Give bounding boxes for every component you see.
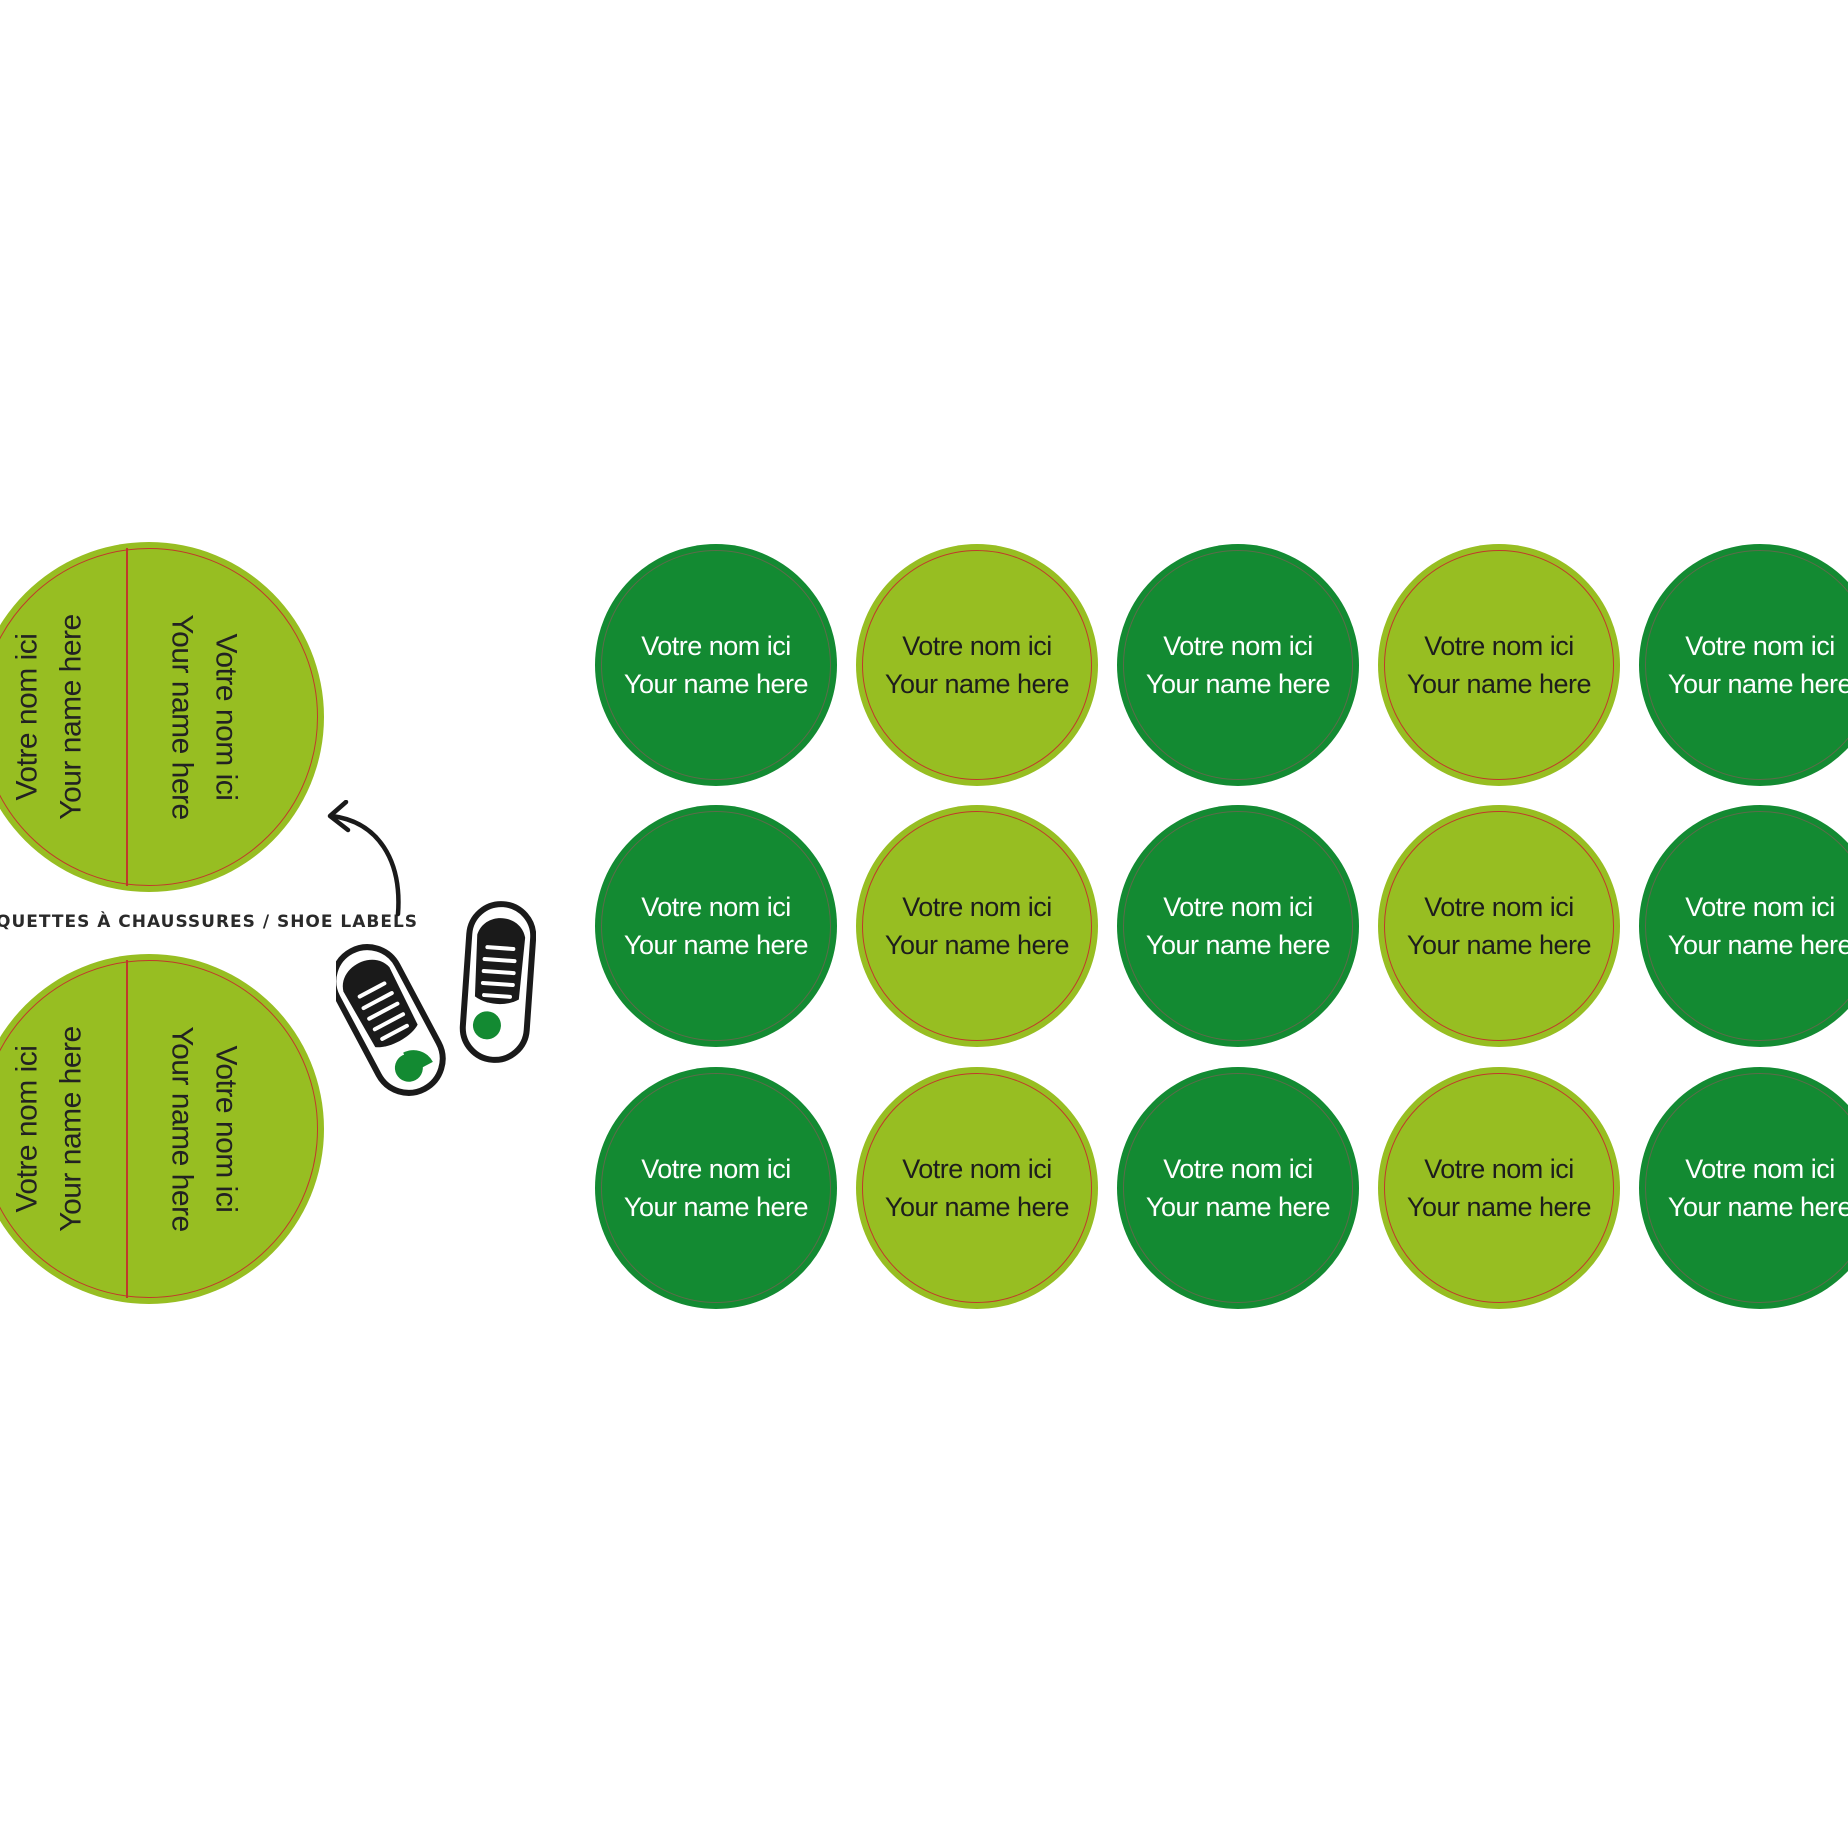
label-line-en: Your name here (884, 669, 1070, 699)
shoe-label-line: Your name here (55, 614, 88, 820)
cut-line (601, 550, 831, 780)
shoe-label-right-half: Votre nom ici Your name here (128, 954, 280, 1304)
cut-line (601, 1073, 831, 1303)
cut-line (1123, 1073, 1353, 1303)
shoe-label-line: Your name here (166, 614, 199, 820)
label-line-fr: Votre nom ici (1163, 631, 1313, 661)
label-line-en: Your name here (1667, 930, 1848, 960)
label-line-en: Your name here (884, 1192, 1070, 1222)
label-line-en: Your name here (1145, 1192, 1331, 1222)
label-line-en: Your name here (884, 930, 1070, 960)
cut-line (1384, 550, 1614, 780)
cut-line (0, 960, 318, 1298)
label-line-en: Your name here (1145, 669, 1331, 699)
shoe-label-left-half: Votre nom ici Your name here (0, 954, 126, 1304)
label-line-fr: Votre nom ici (641, 1154, 791, 1184)
cut-line (862, 1073, 1092, 1303)
label-line-fr: Votre nom ici (1685, 631, 1835, 661)
shoe-label: Votre nom ici Your name here Votre nom i… (0, 542, 324, 892)
shoe-label-line: Votre nom ici (210, 633, 243, 801)
shoe-label: Votre nom ici Your name here Votre nom i… (0, 954, 324, 1304)
cut-line (0, 548, 318, 886)
label-line-fr: Votre nom ici (641, 892, 791, 922)
label-line-en: Your name here (1406, 669, 1592, 699)
label-line-fr: Votre nom ici (1424, 892, 1574, 922)
label-line-en: Your name here (1406, 930, 1592, 960)
label-line-fr: Votre nom ici (641, 631, 791, 661)
shoe-labels-caption: QUETTES À CHAUSSURES / SHOE LABELS (0, 912, 419, 932)
sneakers-icon (336, 901, 536, 1096)
label-divider (126, 548, 128, 886)
cut-line (1123, 550, 1353, 780)
label-line-fr: Votre nom ici (902, 1154, 1052, 1184)
label-line-fr: Votre nom ici (1163, 1154, 1313, 1184)
cut-line (862, 811, 1092, 1041)
label-line-fr: Votre nom ici (1163, 892, 1313, 922)
label-line-en: Your name here (1667, 669, 1848, 699)
label-line-fr: Votre nom ici (1685, 892, 1835, 922)
cut-line (1123, 811, 1353, 1041)
cut-line (862, 550, 1092, 780)
curved-arrow-icon (327, 800, 401, 917)
label-line-en: Your name here (1667, 1192, 1848, 1222)
cut-line (1384, 1073, 1614, 1303)
label-line-fr: Votre nom ici (1424, 1154, 1574, 1184)
label-line-en: Your name here (623, 669, 809, 699)
label-line-en: Your name here (623, 1192, 809, 1222)
label-line-fr: Votre nom ici (1424, 631, 1574, 661)
label-line-fr: Votre nom ici (902, 892, 1052, 922)
shoe-label-line: Votre nom ici (11, 633, 44, 801)
label-line-en: Your name here (1406, 1192, 1592, 1222)
shoe-label-line: Votre nom ici (11, 1045, 44, 1213)
shoe-label-right-half: Votre nom ici Your name here (128, 542, 280, 892)
label-line-en: Your name here (1145, 930, 1331, 960)
cut-line (1384, 811, 1614, 1041)
label-divider (126, 960, 128, 1298)
shoe-label-line: Your name here (166, 1026, 199, 1232)
shoe-label-left-half: Votre nom ici Your name here (0, 542, 126, 892)
shoe-label-line: Your name here (55, 1026, 88, 1232)
label-line-fr: Votre nom ici (902, 631, 1052, 661)
cut-line (601, 811, 831, 1041)
label-line-en: Your name here (623, 930, 809, 960)
shoe-label-line: Votre nom ici (210, 1045, 243, 1213)
label-line-fr: Votre nom ici (1685, 1154, 1835, 1184)
